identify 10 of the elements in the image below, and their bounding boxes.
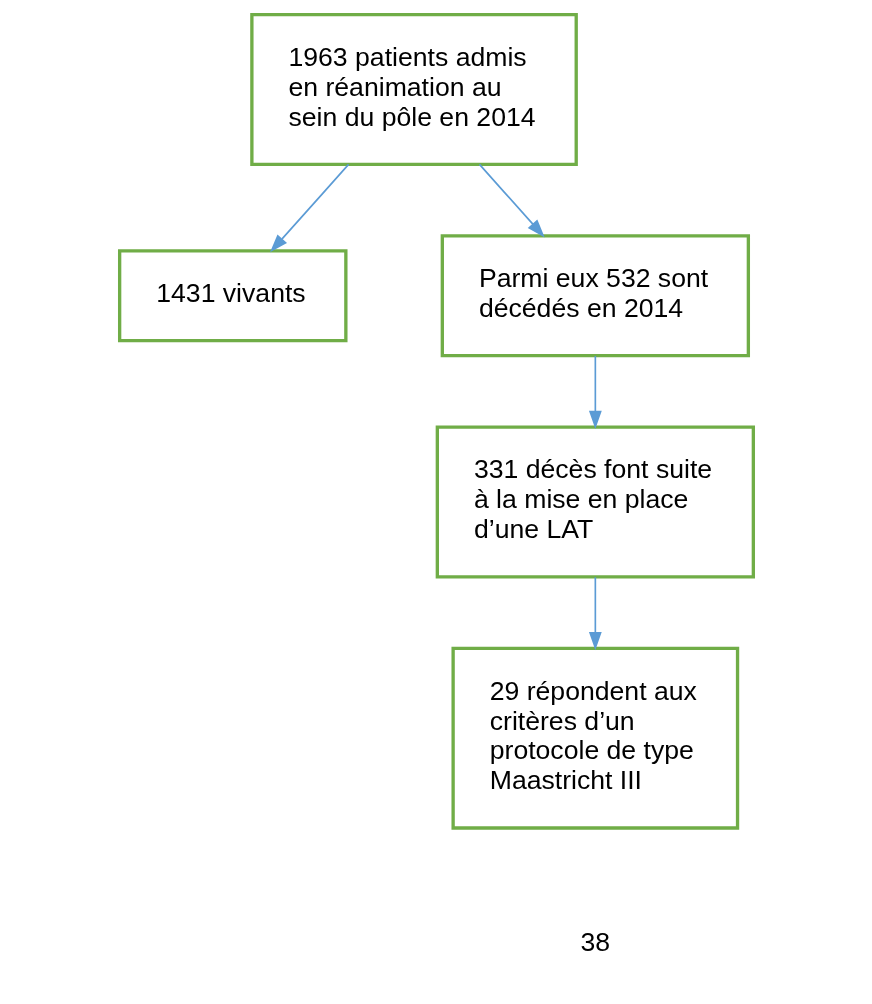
arrow bbox=[588, 576, 602, 651]
arrow bbox=[269, 163, 349, 253]
node-box: Parmi eux 532 sont décédés en 2014 bbox=[440, 234, 750, 358]
arrow bbox=[588, 355, 602, 430]
node-box: 331 décès font suite à la mise en place d’une LAT bbox=[435, 425, 755, 579]
node-box: 1431 vivants bbox=[117, 249, 347, 343]
label: 38 bbox=[580, 926, 610, 957]
node-box: 29 répondent aux critères d’un protocole de type Maastricht III bbox=[450, 646, 739, 830]
arrow bbox=[478, 163, 545, 238]
node-box: 1963 patients admis en réanimation au sein du pôle en 2014 bbox=[249, 13, 578, 167]
